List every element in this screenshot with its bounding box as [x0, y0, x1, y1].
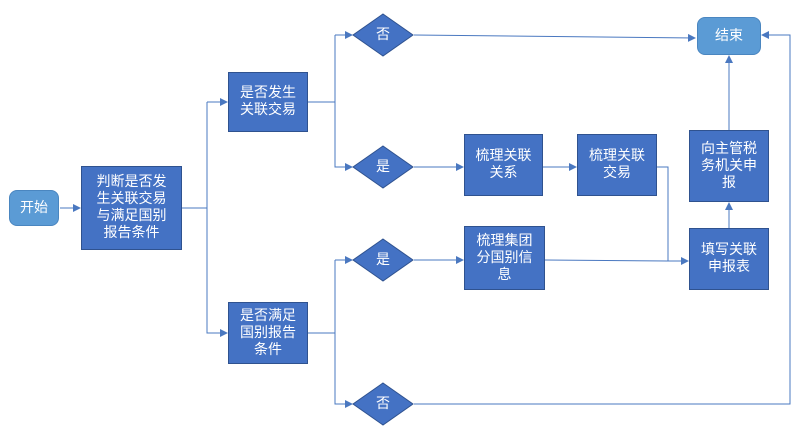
node-q-related-label: 是否发生 关联交易 [240, 85, 296, 118]
node-fill-form-label: 填写关联 申报表 [701, 242, 757, 275]
node-end: 结束 [697, 17, 761, 55]
node-judge-label: 判断是否发 生关联交易 与满足国别 报告条件 [96, 174, 167, 241]
decision-no-bottom-label: 否 [376, 395, 390, 412]
decision-yes-mid: 是 [352, 145, 414, 189]
decision-no-top-label: 否 [376, 26, 390, 43]
node-q-related: 是否发生 关联交易 [228, 72, 308, 132]
edge-transactions-fill [657, 166, 669, 261]
edge-q-report-branches [308, 260, 336, 334]
edge-judge-q-report [206, 208, 228, 337]
node-submit-label: 向主管税 务机关申 报 [701, 140, 757, 191]
node-sort-group: 梳理集团 分国别信 息 [464, 226, 545, 290]
decision-yes-low-label: 是 [376, 251, 390, 268]
decision-yes-mid-label: 是 [376, 158, 390, 175]
node-submit: 向主管税 务机关申 报 [689, 130, 769, 202]
edge-no-top-end [413, 33, 696, 42]
node-start-label: 开始 [20, 199, 48, 216]
decision-no-top: 否 [352, 13, 414, 57]
node-sort-transactions: 梳理关联 交易 [577, 134, 657, 196]
node-q-report-label: 是否满足 国别报告 条件 [240, 307, 296, 358]
edge-q-related-branches [308, 35, 336, 103]
node-judge: 判断是否发 生关联交易 与满足国别 报告条件 [81, 166, 182, 250]
edge-group-fill [544, 259, 669, 262]
edge-judge-branches [182, 102, 208, 209]
decision-yes-low: 是 [352, 238, 414, 282]
edge-no-bottom-end [414, 31, 791, 405]
node-q-report: 是否满足 国别报告 条件 [228, 302, 308, 364]
node-start: 开始 [9, 190, 59, 226]
node-sort-relations: 梳理关联 关系 [464, 134, 543, 196]
edge-q-report-no [334, 333, 353, 408]
edge-q-related-yes [334, 102, 353, 171]
decision-no-bottom: 否 [352, 382, 414, 426]
node-sort-relations-label: 梳理关联 关系 [475, 148, 532, 181]
node-end-label: 结束 [715, 27, 743, 44]
node-fill-form: 填写关联 申报表 [689, 228, 769, 290]
node-sort-transactions-label: 梳理关联 交易 [589, 148, 645, 181]
node-sort-group-label: 梳理集团 分国别信 息 [476, 232, 533, 283]
